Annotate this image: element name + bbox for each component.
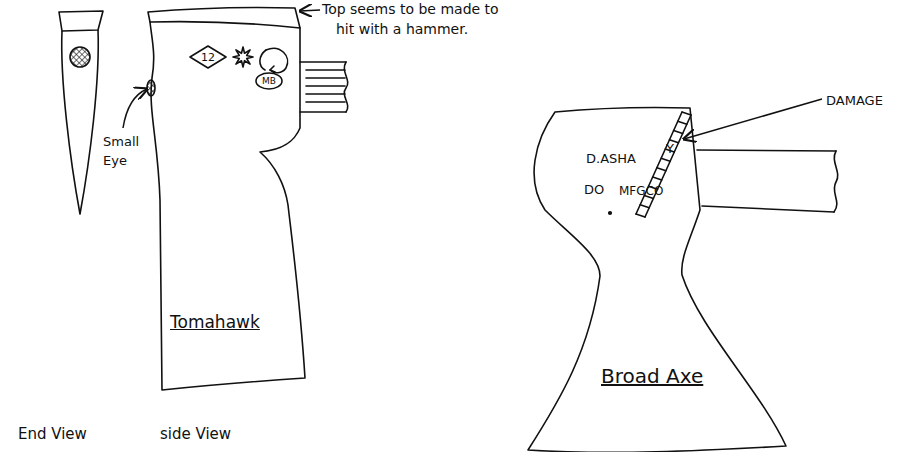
crescent-arrow: [270, 66, 275, 72]
maker-mark-oval: MB: [255, 72, 283, 90]
tool-name: Broad Axe: [601, 366, 703, 386]
oval-outline: [256, 73, 282, 89]
damage-hatch: [657, 168, 666, 171]
handle-edge: [702, 206, 834, 212]
stamp-initials: MB: [255, 72, 283, 90]
outline: [520, 100, 845, 452]
broad-axe-outline: [528, 108, 786, 452]
callout-label: DAMAGE: [826, 92, 916, 111]
poll-cap: [148, 8, 300, 29]
maker-stamp: D.ASHA: [586, 152, 636, 165]
eye-leader: [123, 89, 147, 128]
maker-mark-diamond: 12: [190, 46, 226, 68]
handle-hatch: [306, 101, 345, 103]
handle-edge: [300, 111, 346, 113]
handle-hatch: [306, 77, 345, 79]
handle-hatch: [306, 69, 345, 71]
end-view-cap: [59, 11, 103, 31]
note-text: Top seems to be made to hit with a hamme…: [322, 0, 508, 40]
star-mark: [233, 47, 253, 67]
outline: [145, 4, 355, 394]
damage-edge: [645, 115, 691, 217]
maker-stamp: Y: [666, 142, 674, 155]
broad-axe-head: D.ASHA Y DO MFGCO Broad Axe: [520, 100, 845, 452]
damage-leader: [684, 99, 822, 139]
handle-hatch: [306, 93, 345, 95]
top-leader: [300, 10, 320, 11]
damage-hatch: [653, 177, 662, 180]
damage-hatch: [674, 131, 683, 134]
crescent-mark: [260, 50, 266, 70]
small-eye: [147, 80, 155, 96]
damage-hatch: [640, 205, 649, 208]
handle-edge: [300, 61, 346, 63]
maker-stamp: MFGCO: [619, 185, 663, 197]
maker-stamp: DO: [584, 183, 604, 196]
diamond-outline: [190, 46, 226, 68]
handle-break: [834, 151, 838, 212]
view-label: side View: [160, 424, 280, 446]
handle-break: [344, 62, 347, 112]
damage-edge: [636, 112, 682, 214]
crescent-mark: [266, 48, 288, 72]
handle-edge: [697, 150, 836, 151]
end-view: [59, 11, 103, 214]
damage-hatch: [678, 121, 687, 124]
end-view-eye: [70, 47, 90, 67]
view-label: End View: [18, 424, 138, 446]
damage-hatch: [682, 112, 691, 115]
leaders: [123, 10, 822, 139]
damage-hatch: [661, 158, 670, 161]
tomahawk-outline: [150, 22, 305, 390]
end-view-body: [62, 30, 99, 214]
part-label: Small Eye: [103, 133, 151, 171]
tomahawk-head: 12MB Tomahawk: [145, 4, 355, 394]
dot-mark: [609, 212, 612, 215]
damage-hatch: [636, 214, 645, 217]
stamp-number: 12: [190, 46, 226, 68]
tool-name: Tomahawk: [170, 314, 260, 331]
handle-hatch: [306, 85, 345, 87]
